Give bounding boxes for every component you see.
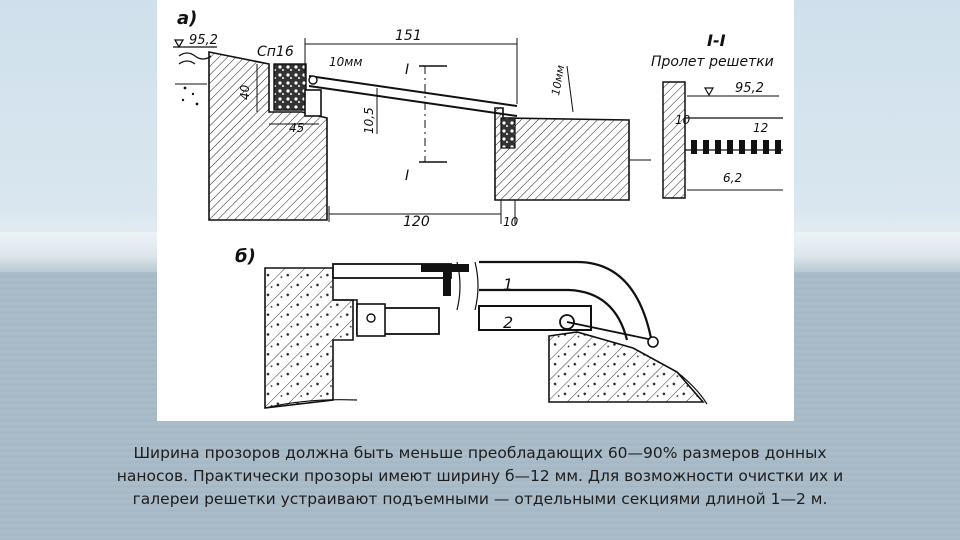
item-1-label: 1: [503, 275, 513, 294]
dim-45: 45: [289, 121, 304, 135]
right-support: [494, 107, 630, 201]
dim-40: 40: [238, 84, 252, 100]
dim-120: 120: [403, 214, 430, 230]
straight-bar-2: [478, 305, 592, 331]
ground-dots-left: [175, 83, 207, 106]
right-abutment: [548, 331, 705, 403]
technical-drawing: а) 95,2 Сп16 40 45: [173, 8, 783, 409]
level-left-value: 95,2: [189, 33, 218, 48]
dim-12: 12: [753, 121, 768, 135]
grate-bar: [308, 75, 518, 117]
dim-10-5: 10,5: [362, 107, 376, 134]
upper-beam-flange: [421, 264, 469, 272]
steel-mark: Сп16: [257, 44, 294, 60]
caption-line-3: галереи решетки устраивают подъемными — …: [132, 490, 828, 508]
dim-10mm-top: 10мм: [329, 55, 362, 69]
upper-beam-web: [443, 272, 451, 296]
curved-bar-1: [479, 260, 653, 339]
dim-10-bottom: 10: [503, 215, 519, 229]
right-support-rubble: [500, 117, 516, 149]
level-right-value: 95,2: [735, 81, 764, 96]
caption-line-1: Ширина прозоров должна быть меньше преоб…: [133, 444, 827, 462]
section-subtitle: Пролет решетки: [651, 54, 774, 70]
dim-6-2: 6,2: [723, 171, 742, 185]
section-wall: [662, 81, 686, 199]
hinge-pin-far: [647, 336, 659, 348]
hinge-pin-left: [366, 313, 376, 323]
part-a-label: а): [177, 8, 197, 29]
hinge-bracket-left: [356, 303, 386, 337]
section-bars: [685, 117, 783, 191]
left-support-rubble: [273, 63, 307, 111]
level-mark-right: 95,2: [687, 81, 779, 97]
part-b-label: б): [235, 246, 256, 267]
left-bearing-plate: [304, 89, 322, 117]
dim-151: 151: [395, 28, 422, 44]
dim-10mm-right: 10мм: [549, 64, 567, 96]
section-mark-top: I: [405, 62, 409, 78]
caption-line-2: наносов. Практически прозоры имеют ширин…: [116, 467, 844, 485]
left-abutment: [264, 267, 354, 409]
slide-caption: Ширина прозоров должна быть меньше преоб…: [110, 442, 850, 511]
dim-10-section: 10: [675, 113, 691, 127]
item-2-label: 2: [503, 313, 513, 332]
section-mark-bottom: I: [405, 168, 409, 184]
level-mark-left: 95,2: [173, 33, 218, 65]
section-title: I-I: [707, 31, 726, 50]
figure-card: а) 95,2 Сп16 40 45: [157, 0, 794, 421]
